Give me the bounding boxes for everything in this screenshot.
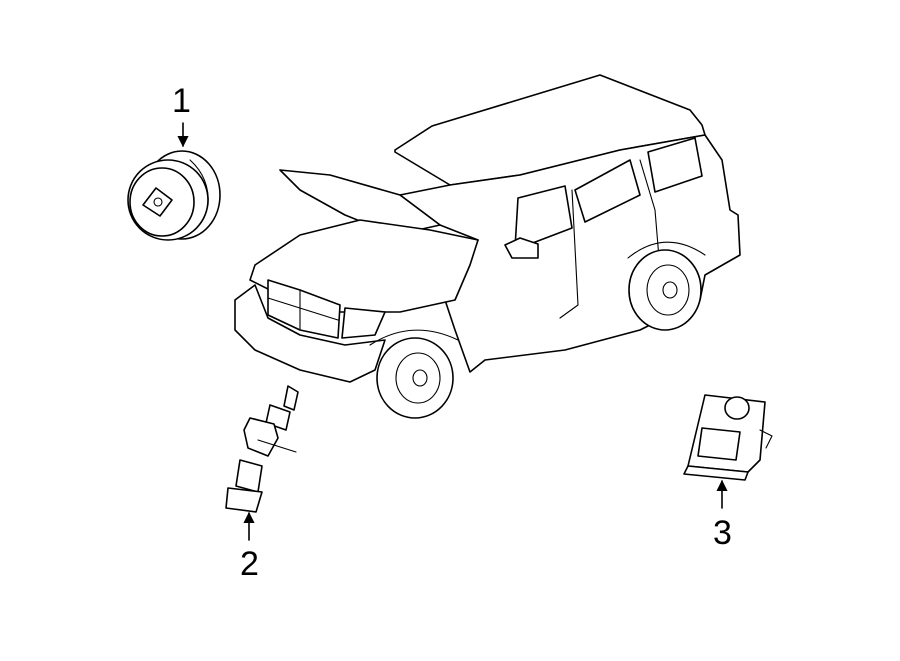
callout-label-1: 1 bbox=[172, 82, 191, 120]
horn-icon bbox=[127, 150, 221, 241]
callout-label-3: 3 bbox=[713, 514, 732, 552]
callout-3: 3 bbox=[713, 479, 732, 552]
callout-label-2: 2 bbox=[240, 545, 259, 583]
callout-1: 1 bbox=[172, 82, 191, 148]
module-icon bbox=[683, 394, 773, 481]
sensor-icon bbox=[225, 385, 299, 513]
vehicle-illustration bbox=[234, 74, 741, 419]
callout-2: 2 bbox=[240, 511, 259, 583]
